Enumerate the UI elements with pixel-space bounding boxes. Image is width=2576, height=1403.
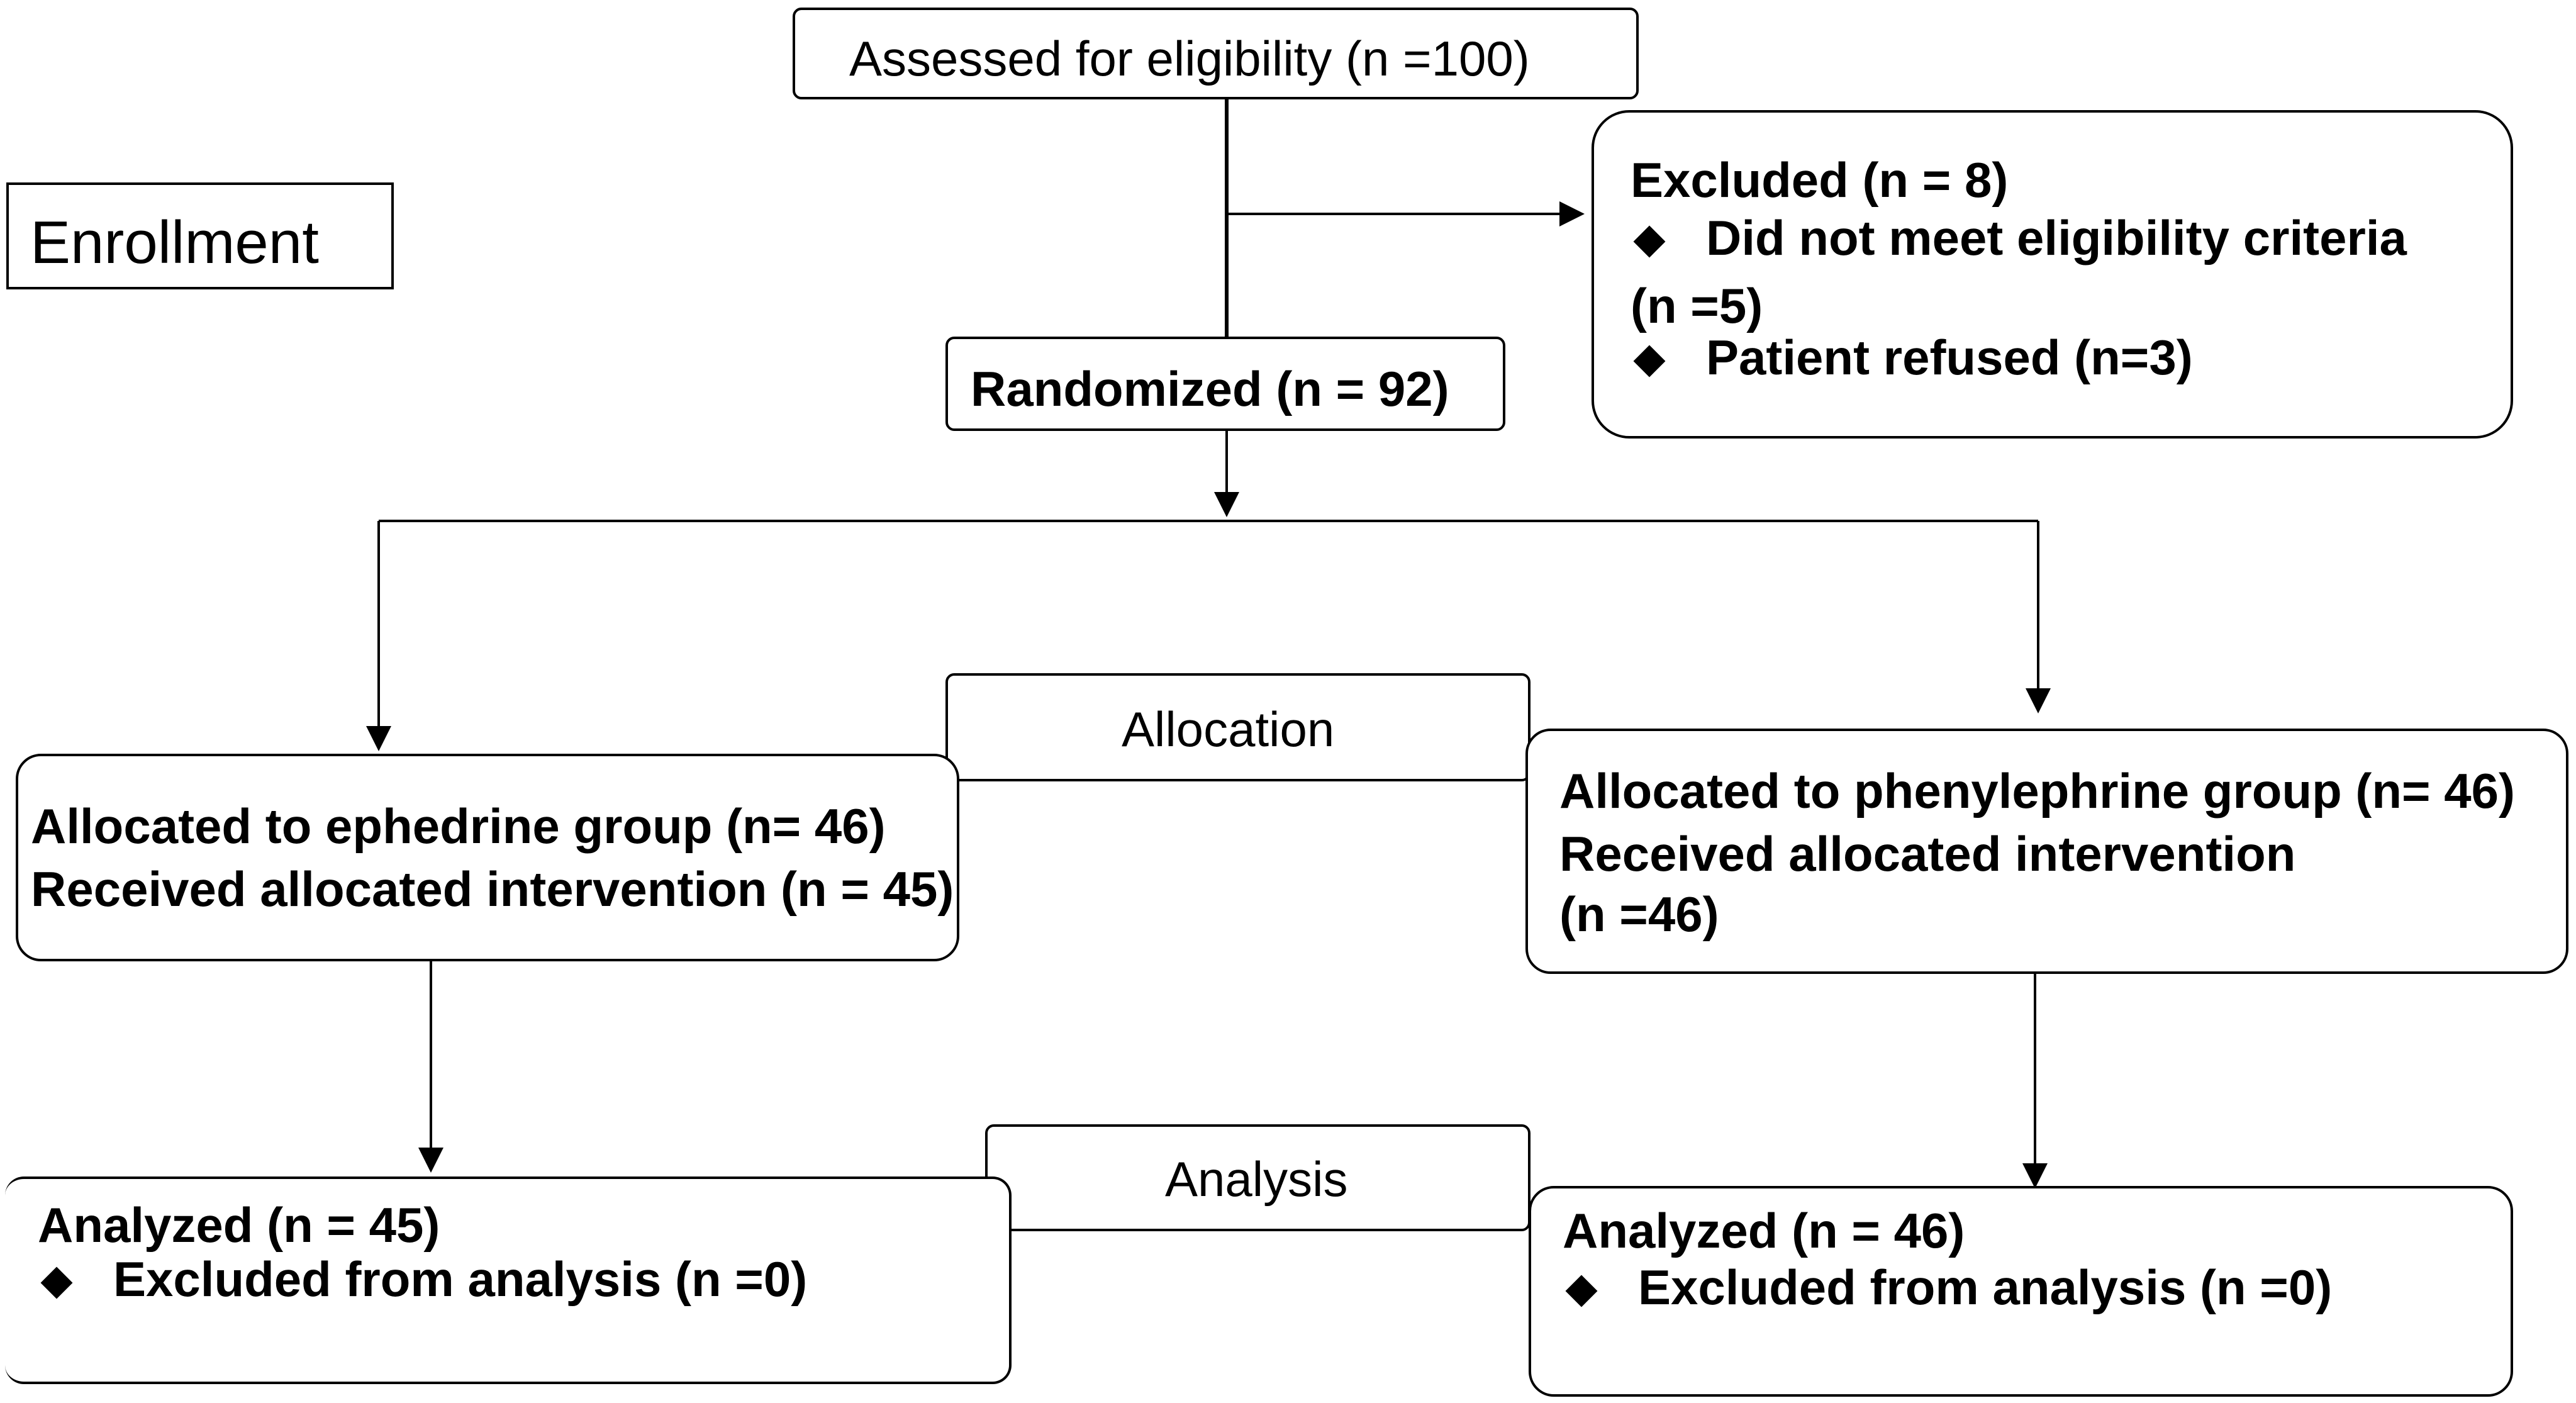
diamond-bullet-icon bbox=[1631, 342, 1668, 380]
excluded-title: Excluded (n = 8) bbox=[1631, 152, 2009, 208]
ephedrine-allocated: Allocated to ephedrine group (n= 46) bbox=[31, 798, 886, 854]
ephedrine-box: Allocated to ephedrine group (n= 46) Rec… bbox=[16, 754, 959, 961]
allocation-label: Allocation bbox=[1122, 702, 1335, 757]
excluded-item-eligibility: Did not meet eligibility criteria bbox=[1631, 213, 2407, 262]
analysis-right-excluded-item: Excluded from analysis (n =0) bbox=[1563, 1263, 2332, 1312]
analysis-right-excluded: Excluded from analysis (n =0) bbox=[1638, 1260, 2333, 1315]
excluded-box: Excluded (n = 8) Did not meet eligibilit… bbox=[1592, 110, 2513, 439]
excluded-item2: Patient refused (n=3) bbox=[1706, 330, 2193, 385]
phenylephrine-received-line1: Received allocated intervention bbox=[1559, 826, 2296, 881]
analysis-right-box: Analyzed (n = 46) Excluded from analysis… bbox=[1529, 1186, 2513, 1397]
analysis-left-excluded: Excluded from analysis (n =0) bbox=[113, 1251, 808, 1307]
randomized-box: Randomized (n = 92) bbox=[945, 337, 1505, 431]
assessed-text: Assessed for eligibility (n =100) bbox=[849, 31, 1530, 86]
phenylephrine-received-line2: (n =46) bbox=[1559, 886, 1719, 942]
enrollment-label-box: Enrollment bbox=[6, 182, 394, 289]
excluded-item1-line1: Did not meet eligibility criteria bbox=[1706, 210, 2407, 266]
diamond-bullet-icon bbox=[38, 1264, 75, 1302]
excluded-item-refused: Patient refused (n=3) bbox=[1631, 333, 2193, 382]
phenylephrine-allocated: Allocated to phenylephrine group (n= 46) bbox=[1559, 763, 2515, 819]
enrollment-label: Enrollment bbox=[30, 209, 319, 276]
assessed-box: Assessed for eligibility (n =100) bbox=[793, 8, 1639, 99]
diamond-bullet-icon bbox=[1563, 1272, 1600, 1310]
randomized-text: Randomized (n = 92) bbox=[971, 361, 1449, 416]
analysis-right-analyzed: Analyzed (n = 46) bbox=[1563, 1203, 1965, 1258]
analysis-left-excluded-item: Excluded from analysis (n =0) bbox=[38, 1255, 807, 1304]
diamond-bullet-icon bbox=[1631, 223, 1668, 260]
ephedrine-received: Received allocated intervention (n = 45) bbox=[31, 861, 954, 917]
analysis-label-box: Analysis bbox=[985, 1124, 1531, 1231]
analysis-left-box: Analyzed (n = 45) Excluded from analysis… bbox=[5, 1177, 1012, 1384]
analysis-left-analyzed: Analyzed (n = 45) bbox=[38, 1197, 440, 1253]
analysis-label: Analysis bbox=[1165, 1151, 1348, 1207]
excluded-item1-line2: (n =5) bbox=[1631, 278, 1763, 333]
allocation-label-box: Allocation bbox=[945, 673, 1531, 781]
phenylephrine-box: Allocated to phenylephrine group (n= 46)… bbox=[1525, 729, 2568, 974]
